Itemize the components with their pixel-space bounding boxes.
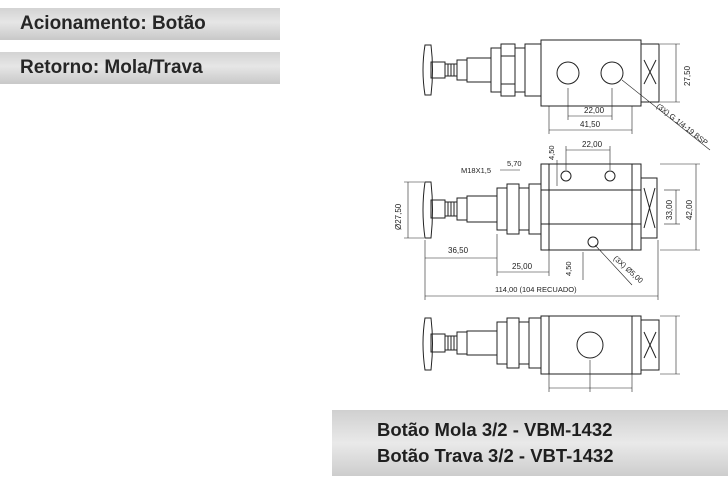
dim-41-5: 41,50 bbox=[580, 120, 601, 129]
product-line-1: Botão Mola 3/2 - VBM-1432 bbox=[377, 419, 613, 440]
port-note: (3X) G 1/4-19 BSP bbox=[655, 101, 710, 147]
dim-22-front: 22,00 bbox=[582, 140, 603, 149]
dim-dia-27-5: Ø27,50 bbox=[394, 203, 403, 230]
dim-4-5-top: 4,50 bbox=[547, 145, 556, 160]
top-view bbox=[422, 39, 711, 151]
side-view bbox=[422, 315, 680, 392]
dim-22-top: 22,00 bbox=[584, 106, 605, 115]
dim-27-5-top: 27,50 bbox=[683, 65, 692, 86]
actuation-label: Acionamento: Botão bbox=[0, 8, 280, 40]
dim-4-5-bottom: 4,50 bbox=[564, 261, 573, 276]
technical-drawing: 22,00 41,50 27,50 (3X) G 1/4-19 BSP M18X… bbox=[394, 39, 711, 392]
dim-36-5: 36,50 bbox=[448, 246, 469, 255]
front-view bbox=[404, 146, 700, 300]
dim-42: 42,00 bbox=[685, 199, 694, 220]
dim-m18: M18X1,5 bbox=[461, 166, 491, 175]
dim-5-7: 5,70 bbox=[507, 159, 522, 168]
return-label: Retorno: Mola/Trava bbox=[0, 52, 280, 84]
hole-note: (3X) Ø5,00 bbox=[612, 254, 645, 285]
product-title: Botão Mola 3/2 - VBM-1432 Botão Trava 3/… bbox=[332, 410, 728, 476]
dim-overall: 114,00 (104 RECUADO) bbox=[495, 285, 577, 294]
product-line-2: Botão Trava 3/2 - VBT-1432 bbox=[377, 445, 614, 466]
dim-33: 33,00 bbox=[665, 199, 674, 220]
dim-25: 25,00 bbox=[512, 262, 533, 271]
